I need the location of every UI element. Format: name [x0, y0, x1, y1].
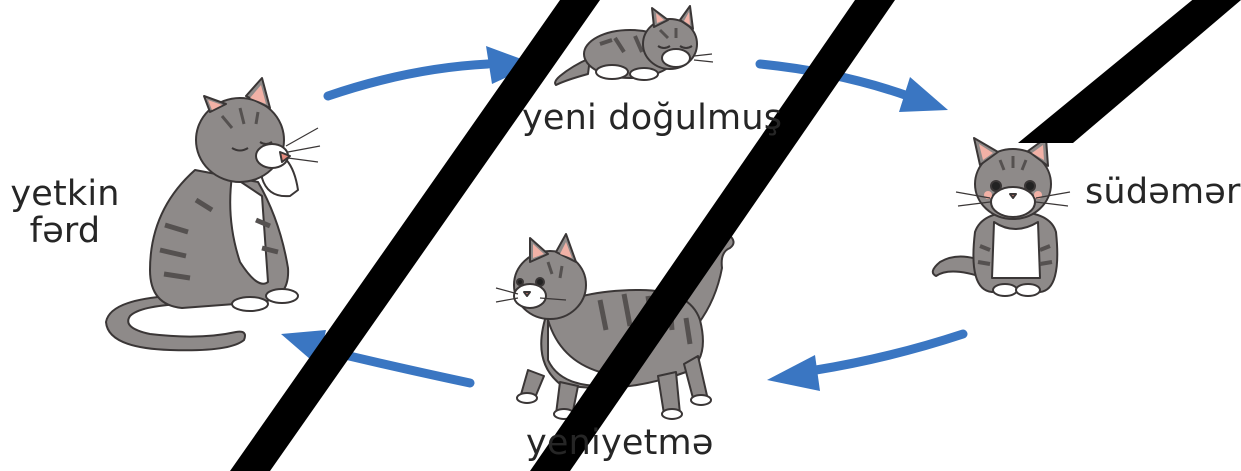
- stage-label-adult-line2: fərd: [29, 210, 101, 251]
- stage-label-newborn: yeni doğulmuş: [522, 98, 783, 138]
- stage-label-adult: yetkin fərd: [10, 176, 120, 250]
- watermark-stripes: [230, 0, 1241, 471]
- arrow-adult-to-newborn: [323, 46, 535, 101]
- kitten-cat-illustration: [931, 137, 1071, 297]
- stage-label-teen: yeniyetmə: [526, 423, 714, 463]
- arrow-kitten-to-teen: [767, 329, 968, 391]
- stage-label-adult-line1: yetkin: [10, 174, 120, 214]
- stage-label-kitten: südəmər: [1085, 172, 1241, 212]
- newborn-cat-illustration: [554, 5, 714, 86]
- adult-cat-illustration: [105, 77, 321, 352]
